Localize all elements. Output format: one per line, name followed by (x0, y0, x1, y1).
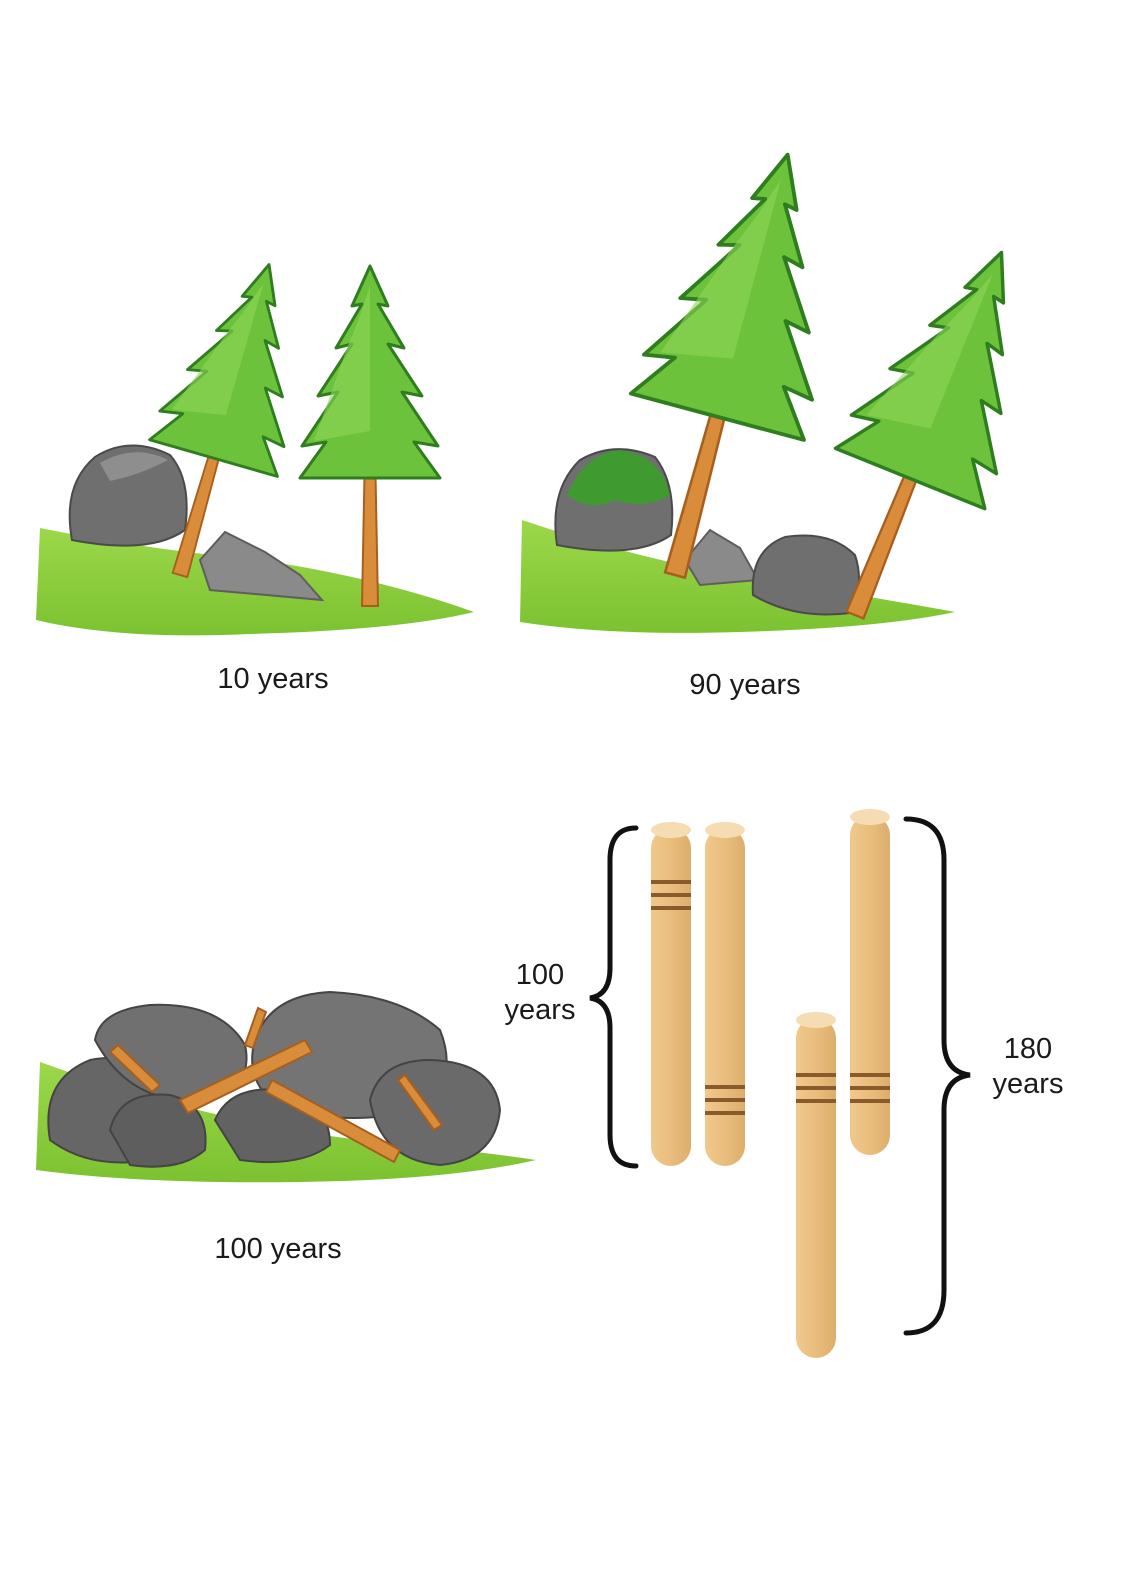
ice-core-1 (651, 822, 691, 1166)
caption-100-years: 100 years (214, 1233, 342, 1265)
core-band (705, 1085, 745, 1089)
core-band (850, 1086, 890, 1090)
boulder-icon (751, 534, 860, 616)
pine-tree-icon (298, 264, 442, 608)
left-curly-bracket (589, 825, 639, 1169)
caption-90-years: 90 years (689, 669, 801, 701)
panel-100-years-illustration (36, 990, 536, 1183)
boulder-icon (68, 444, 188, 547)
core-band (796, 1086, 836, 1090)
bracket-label-line: 100 (515, 959, 565, 991)
core-band (651, 906, 691, 910)
core-band (796, 1073, 836, 1077)
ice-core-3 (796, 1012, 836, 1358)
core-band (651, 893, 691, 897)
bracket-label-100-years: 100 years (490, 958, 590, 1028)
core-band (850, 1099, 890, 1103)
panel-90-years-illustration (520, 129, 1078, 647)
bracket-label-line: 180 (1003, 1033, 1053, 1065)
mossy-boulder-icon (554, 448, 674, 552)
ice-core-2 (705, 822, 745, 1166)
panel-10-years-illustration (36, 244, 474, 636)
bracket-label-line: years (992, 1067, 1064, 1100)
ice-core-4 (850, 809, 890, 1155)
core-band (705, 1111, 745, 1115)
bracket-label-line: years (504, 993, 576, 1026)
core-band (705, 1098, 745, 1102)
caption-10-years: 10 years (217, 663, 329, 695)
right-curly-bracket (903, 816, 971, 1336)
core-band (651, 880, 691, 884)
core-band (796, 1099, 836, 1103)
bracket-label-180-years: 180 years (978, 1032, 1078, 1102)
rock-pile-icon (47, 990, 502, 1168)
fallen-log-icon (108, 1006, 444, 1164)
core-band (850, 1073, 890, 1077)
